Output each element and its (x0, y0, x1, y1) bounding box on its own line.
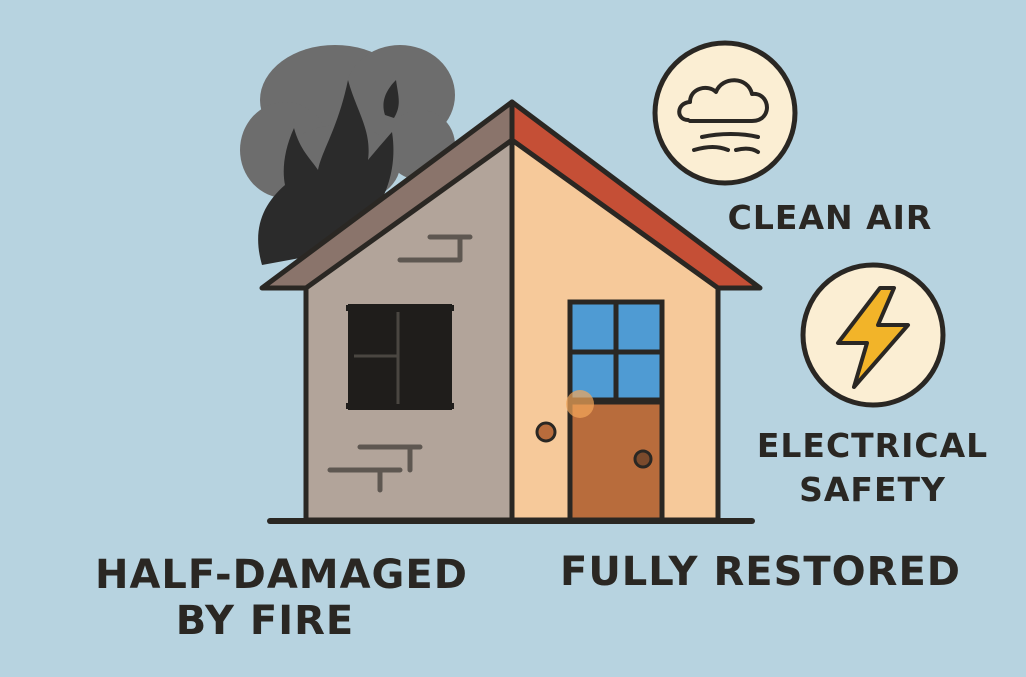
electrical-safety-label: ELECTRICAL SAFETY (750, 424, 995, 512)
electrical-label-line-2: SAFETY (799, 470, 946, 509)
repair-glow (566, 390, 594, 418)
door-knob-left (535, 421, 557, 443)
damaged-label-line-2: BY FIRE (175, 598, 355, 644)
cloud-wind-icon (677, 78, 769, 154)
smoke-cloud (240, 45, 455, 205)
electrical-label-line-1: ELECTRICAL (756, 426, 989, 465)
burnt-window (346, 304, 454, 410)
clean-air-badge (652, 40, 798, 186)
restored-roof (509, 99, 763, 291)
electrical-safety-badge (800, 262, 946, 408)
lightning-bolt-icon (836, 286, 910, 389)
brick-marks (327, 234, 473, 493)
damaged-label-line-1: HALF-DAMAGED (95, 552, 468, 598)
restored-window (567, 299, 665, 403)
clean-air-label: CLEAN AIR (727, 198, 933, 237)
restored-label: FULLY RESTORED (560, 549, 961, 595)
door (567, 399, 665, 523)
damaged-label: HALF-DAMAGED BY FIRE (95, 552, 468, 644)
